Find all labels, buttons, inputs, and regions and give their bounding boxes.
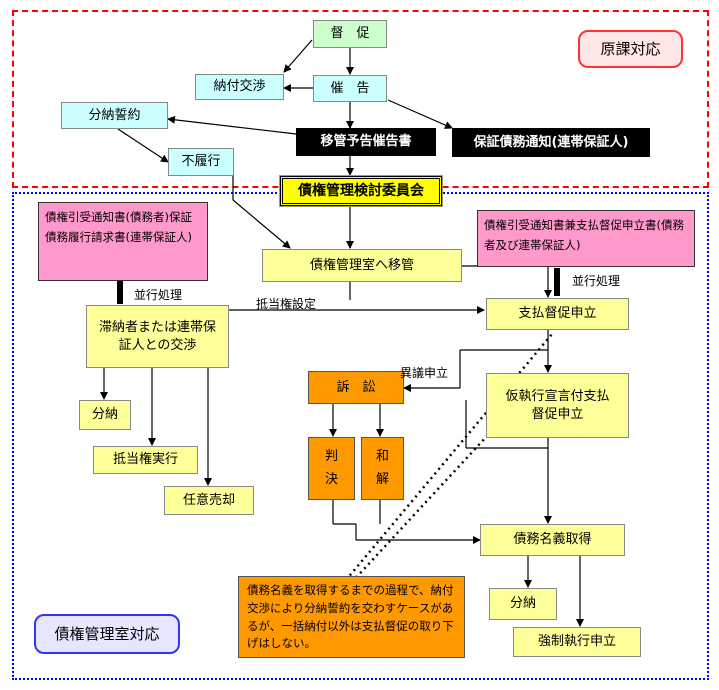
wakai-node: 和 解 <box>361 437 404 500</box>
doc-left-node: 債権引受通知書(債務者)保証債務履行請求書(連帯保証人) <box>38 202 208 281</box>
hanketsu-char-2: 決 <box>324 471 338 487</box>
heiko-right-label: 並行処理 <box>572 274 621 288</box>
heiko-left-label: 並行処理 <box>134 288 183 302</box>
karishikko-node: 仮執行宣言付支払督促申立 <box>486 373 629 438</box>
hosho-tsuchi-node: 保証債務通知(連帯保証人) <box>452 128 650 157</box>
hanketsu-char-1: 判 <box>324 449 338 465</box>
furiko-node: 不履行 <box>168 148 234 176</box>
bunno-seiyaku-node: 分納誓約 <box>61 102 168 129</box>
teitoken-jikko-node: 抵当権実行 <box>93 446 198 474</box>
kosho-node: 滞納者または連帯保証人との交渉 <box>86 305 229 368</box>
teitoken-settei-label: 抵当権設定 <box>256 297 317 311</box>
saimu-meigi-node: 債務名義取得 <box>480 524 625 556</box>
kanri-region-label: 債権管理室対応 <box>34 614 180 654</box>
doc-right-node: 債権引受通知書兼支払督促申立書(債務者及び連帯保証人) <box>477 210 695 267</box>
bunno1-node: 分納 <box>79 400 131 430</box>
iko-node: 債権管理室へ移管 <box>262 249 462 282</box>
note-box: 債務名義を取得するまでの過程で、納付交渉により分納誓約を交わすケースがあるが、一… <box>238 576 465 658</box>
nin-i-baikyaku-node: 任意売却 <box>164 486 254 515</box>
shiharai-tokusoku-node: 支払督促申立 <box>486 298 629 330</box>
tokusoku-node: 督 促 <box>313 20 387 48</box>
wakai-char-1: 和 <box>375 449 389 465</box>
hanketsu-node: 判 決 <box>308 437 355 500</box>
iko-yokoku-node: 移管予告催告書 <box>296 128 436 156</box>
saikoku-node: 催 告 <box>313 75 387 102</box>
genka-region-label: 原課対応 <box>578 30 683 68</box>
bunno2-node: 分納 <box>489 588 557 620</box>
igi-moshitate-label: 異議申立 <box>400 366 449 380</box>
kyosei-shikko-node: 強制執行申立 <box>513 627 641 657</box>
sosho-node: 訴 訟 <box>308 371 404 404</box>
nofu-kosho-node: 納付交渉 <box>195 74 284 100</box>
kentou-iinkai-node: 債権管理検討委員会 <box>279 175 443 207</box>
wakai-char-2: 解 <box>375 471 389 487</box>
